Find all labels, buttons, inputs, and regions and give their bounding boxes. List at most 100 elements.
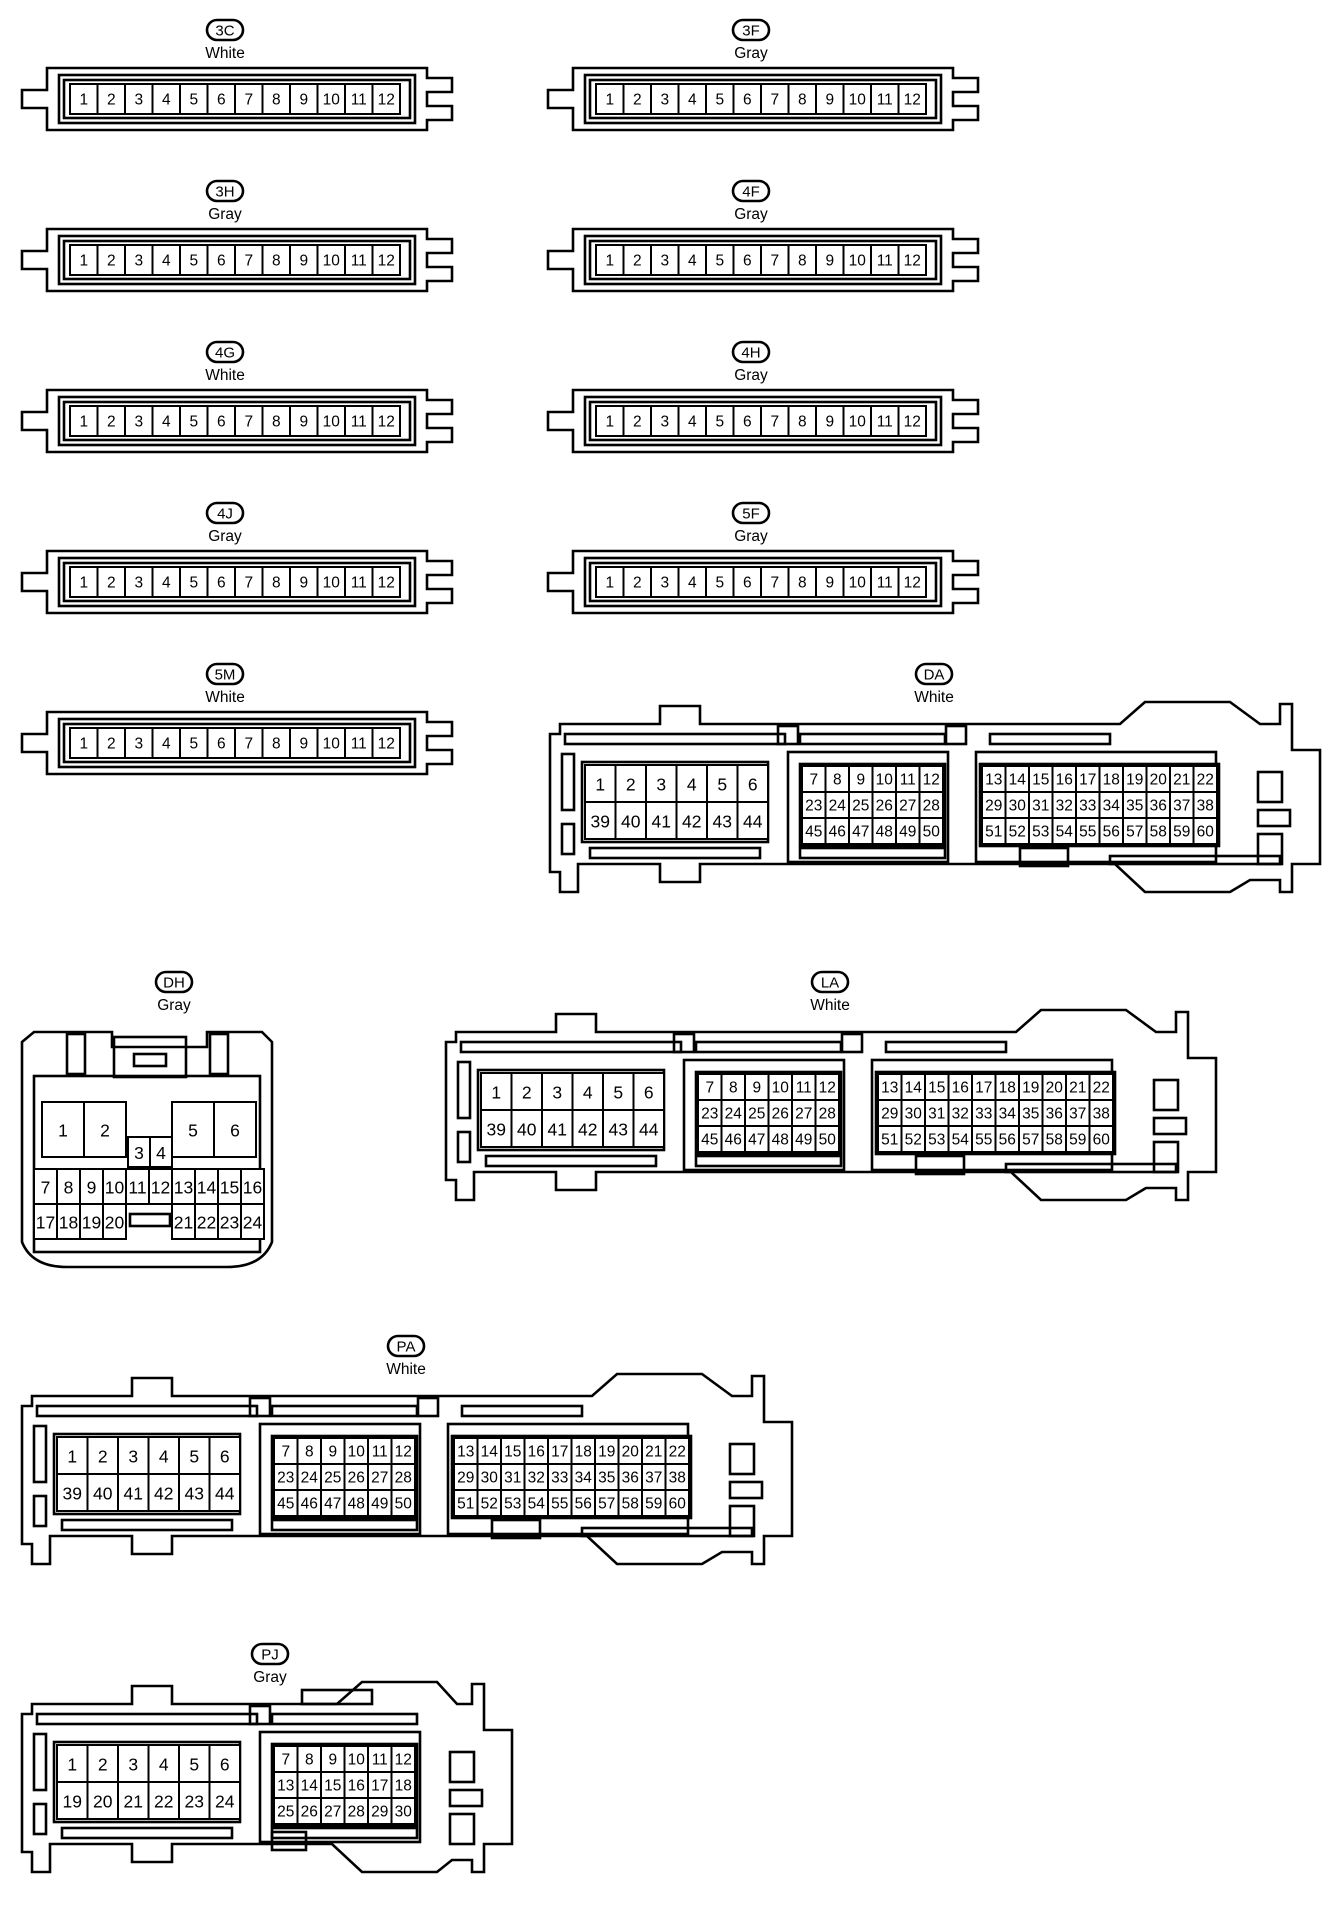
pin-number: 6	[220, 1447, 230, 1467]
pin-cell: 59	[641, 1489, 667, 1517]
pin-number: 48	[348, 1496, 365, 1513]
housing-detail	[728, 1442, 756, 1476]
pin-box	[86, 1436, 119, 1475]
pin-cell: 22	[1088, 1073, 1114, 1101]
pin-cell: 6	[732, 566, 762, 598]
pin-number: 18	[1103, 772, 1120, 789]
connector-color: Gray	[734, 367, 768, 384]
pin-number: 3	[128, 1447, 138, 1467]
pin-cell: 7	[760, 566, 790, 598]
housing-detail	[270, 1518, 419, 1532]
pin-number: 42	[682, 812, 701, 832]
pin-cell: 26	[767, 1099, 793, 1127]
pin-cell: 1	[595, 244, 625, 276]
pin-box	[96, 83, 126, 115]
pin-cell: 1	[56, 1744, 89, 1783]
pin-number: 3	[134, 253, 143, 270]
pin-cell: 11	[791, 1073, 817, 1101]
pin-number: 15	[220, 1178, 239, 1198]
pin-number: 21	[1173, 772, 1190, 789]
housing-detail	[128, 1212, 172, 1228]
pin-number: 1	[79, 92, 88, 109]
connector-color: Gray	[734, 206, 768, 223]
housing-detail	[560, 822, 576, 856]
pin-cell: 39	[480, 1109, 513, 1148]
pin-cell: 10	[316, 727, 346, 759]
pin-number: 3	[660, 414, 669, 431]
pin-number: 46	[301, 1496, 318, 1513]
pin-cell: 3	[124, 83, 154, 115]
pin-cell: 22	[1192, 765, 1218, 793]
pin-cell: 1	[595, 566, 625, 598]
pin-number: 24	[725, 1106, 743, 1123]
pin-cell: 10	[842, 244, 872, 276]
pin-number: 3	[660, 92, 669, 109]
housing-detail	[1152, 1116, 1188, 1136]
pin-cell: 48	[767, 1125, 793, 1153]
pin-cell: 19	[1018, 1073, 1044, 1101]
pin-number: 5	[189, 736, 198, 753]
pin-number: 24	[829, 798, 847, 815]
pin-cell: 18	[56, 1203, 81, 1240]
pin-cell: 45	[273, 1489, 299, 1517]
pin-cell: 25	[320, 1463, 346, 1491]
connector-id: 3H	[215, 184, 234, 201]
pin-number: 7	[770, 92, 779, 109]
pin-box	[480, 1109, 513, 1148]
pin-cell: 33	[971, 1099, 997, 1127]
pin-box	[344, 566, 374, 598]
pin-number: 11	[128, 1178, 146, 1198]
pin-number: 1	[605, 575, 614, 592]
pin-number: 11	[351, 414, 367, 431]
pin-cell: 1	[69, 244, 99, 276]
pin-number: 38	[1197, 798, 1214, 815]
pin-number: 15	[504, 1444, 521, 1461]
pin-cell: 9	[815, 244, 845, 276]
pin-box	[787, 244, 817, 276]
housing-outline	[546, 66, 980, 132]
pin-cell: 6	[206, 727, 236, 759]
pin-cell: 15	[500, 1437, 526, 1465]
pin-number: 19	[63, 1792, 82, 1812]
pin-number: 55	[551, 1496, 568, 1513]
pin-cell: 3	[650, 244, 680, 276]
pin-cell: 6	[736, 764, 769, 803]
pin-number: 22	[1197, 772, 1214, 789]
pin-number: 6	[230, 1121, 240, 1141]
pin-cell: 38	[1192, 791, 1218, 819]
pin-cell: 30	[900, 1099, 926, 1127]
pin-box	[234, 566, 264, 598]
pin-cell: 50	[390, 1489, 416, 1517]
pin-cell: 34	[570, 1463, 596, 1491]
pin-cell: 22	[194, 1203, 219, 1240]
pin-box	[124, 405, 154, 437]
pin-cell: 23	[697, 1099, 723, 1127]
pin-cell: 41	[541, 1109, 574, 1148]
pin-box	[151, 405, 181, 437]
pin-cell: 17	[971, 1073, 997, 1101]
pin-number: 14	[481, 1444, 499, 1461]
pin-number: 4	[687, 775, 697, 795]
connector-id: 3F	[742, 23, 760, 40]
pin-number: 3	[656, 775, 666, 795]
pin-number: 9	[825, 92, 834, 109]
pin-number: 22	[197, 1213, 216, 1233]
pin-cell: 44	[736, 801, 769, 840]
pin-box	[371, 566, 401, 598]
housing-detail	[35, 1404, 259, 1418]
housing-detail	[60, 1518, 234, 1532]
pin-cell: 58	[1041, 1125, 1067, 1153]
pin-number: 5	[188, 1121, 198, 1141]
pin-box	[584, 801, 617, 840]
pin-cell: 1	[69, 83, 99, 115]
pin-number: 3	[128, 1755, 138, 1775]
connector-color: Gray	[734, 528, 768, 545]
pin-number: 36	[1150, 798, 1167, 815]
housing-detail	[62, 78, 412, 120]
pin-number: 49	[371, 1496, 388, 1513]
housing-detail	[62, 239, 412, 281]
pin-number: 4	[162, 575, 171, 592]
